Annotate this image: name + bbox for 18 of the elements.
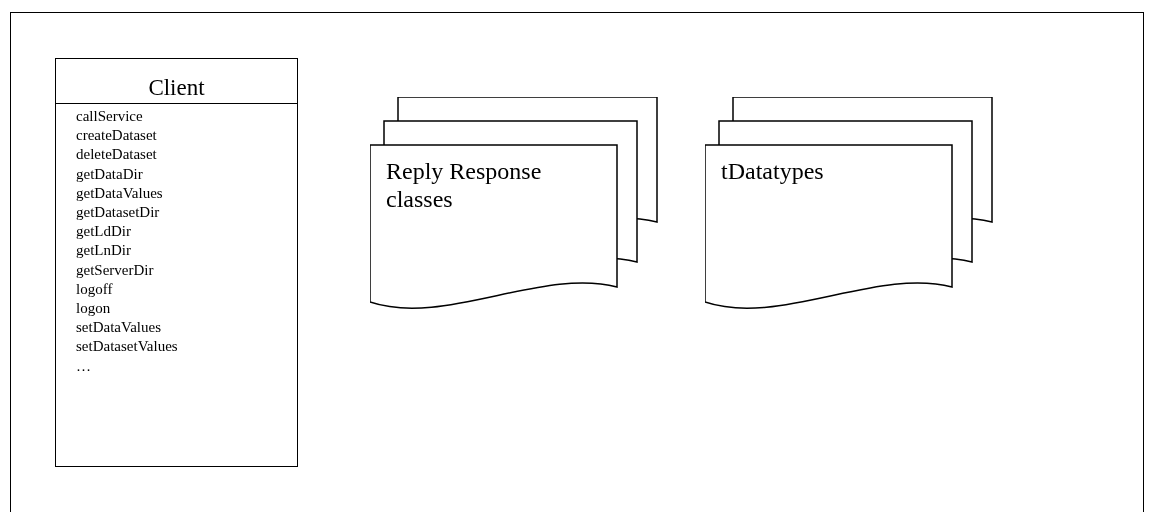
method-name: getDatasetDir (76, 203, 161, 222)
method-name: getServerDir (76, 260, 155, 280)
method-name: setDataValues (76, 318, 162, 338)
method-name: getDataDir (76, 164, 144, 184)
method-name: callService (76, 107, 144, 126)
document-label: Reply Response classes (386, 157, 543, 213)
method-name: createDataset (76, 126, 158, 146)
class-name: Client (56, 59, 297, 104)
method-name: … (76, 356, 92, 376)
method-name: logoff (76, 279, 114, 299)
method-name: logon (76, 299, 112, 319)
class-box (55, 58, 298, 467)
document-label: tDatatypes (721, 157, 825, 185)
method-name: deleteDataset (76, 145, 158, 165)
method-name: getDataValues (76, 183, 164, 203)
method-name: getLdDir (76, 222, 132, 242)
method-name: setDatasetValues (76, 337, 179, 357)
method-name: getLnDir (76, 241, 132, 261)
